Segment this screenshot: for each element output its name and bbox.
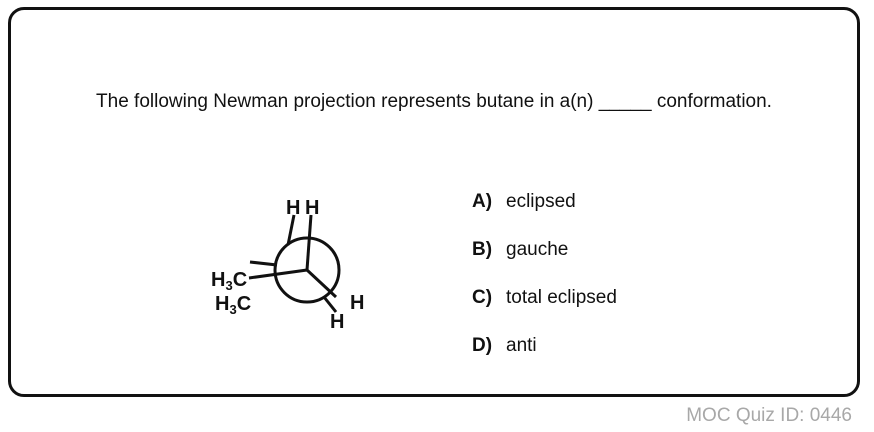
option-a[interactable]: A) eclipsed <box>472 188 617 236</box>
methyl-bottom-subscript: 3 <box>229 302 236 317</box>
option-c-letter: C) <box>472 287 493 308</box>
option-d-letter: D) <box>472 335 493 356</box>
back-bond-right <box>322 296 338 313</box>
option-b-text: gauche <box>506 239 569 260</box>
back-bond-left <box>249 260 278 267</box>
back-bond-up <box>286 214 296 246</box>
option-c[interactable]: C) total eclipsed <box>472 284 617 332</box>
front-bond-right <box>305 268 338 299</box>
quiz-id-label: MOC Quiz ID: 0446 <box>686 405 852 426</box>
methyl-bottom-c: C <box>237 293 251 315</box>
option-d[interactable]: D) anti <box>472 332 617 380</box>
methyl-top-c: C <box>233 269 247 291</box>
atom-h-right: H <box>350 292 364 314</box>
methyl-group-top: H3C <box>211 269 247 293</box>
option-c-text: total eclipsed <box>506 287 617 308</box>
answer-options: A) eclipsed B) gauche C) total eclipsed D) a… <box>472 188 617 380</box>
option-b[interactable]: B) gauche <box>472 236 617 284</box>
option-b-letter: B) <box>472 239 493 260</box>
newman-projection: H H H3C H3C H H <box>199 188 379 338</box>
newman-projection-drawing: H H H3C H3C H H <box>211 197 364 333</box>
option-d-text: anti <box>506 335 537 356</box>
methyl-top-h: H <box>211 269 225 291</box>
atom-h-top-right: H <box>305 197 319 219</box>
front-bond-up <box>305 214 313 271</box>
option-a-letter: A) <box>472 191 493 212</box>
atom-h-top-left: H <box>286 197 300 219</box>
back-carbon-circle <box>273 236 341 304</box>
methyl-top-subscript: 3 <box>225 278 232 293</box>
atom-h-bottom-right: H <box>330 311 344 333</box>
front-bond-left <box>248 268 308 280</box>
question-text: The following Newman projection represen… <box>96 91 772 112</box>
quiz-card: The following Newman projection represen… <box>8 7 860 397</box>
methyl-group-bottom: H3C <box>215 293 251 317</box>
methyl-bottom-h: H <box>215 293 229 315</box>
option-a-text: eclipsed <box>506 191 576 212</box>
